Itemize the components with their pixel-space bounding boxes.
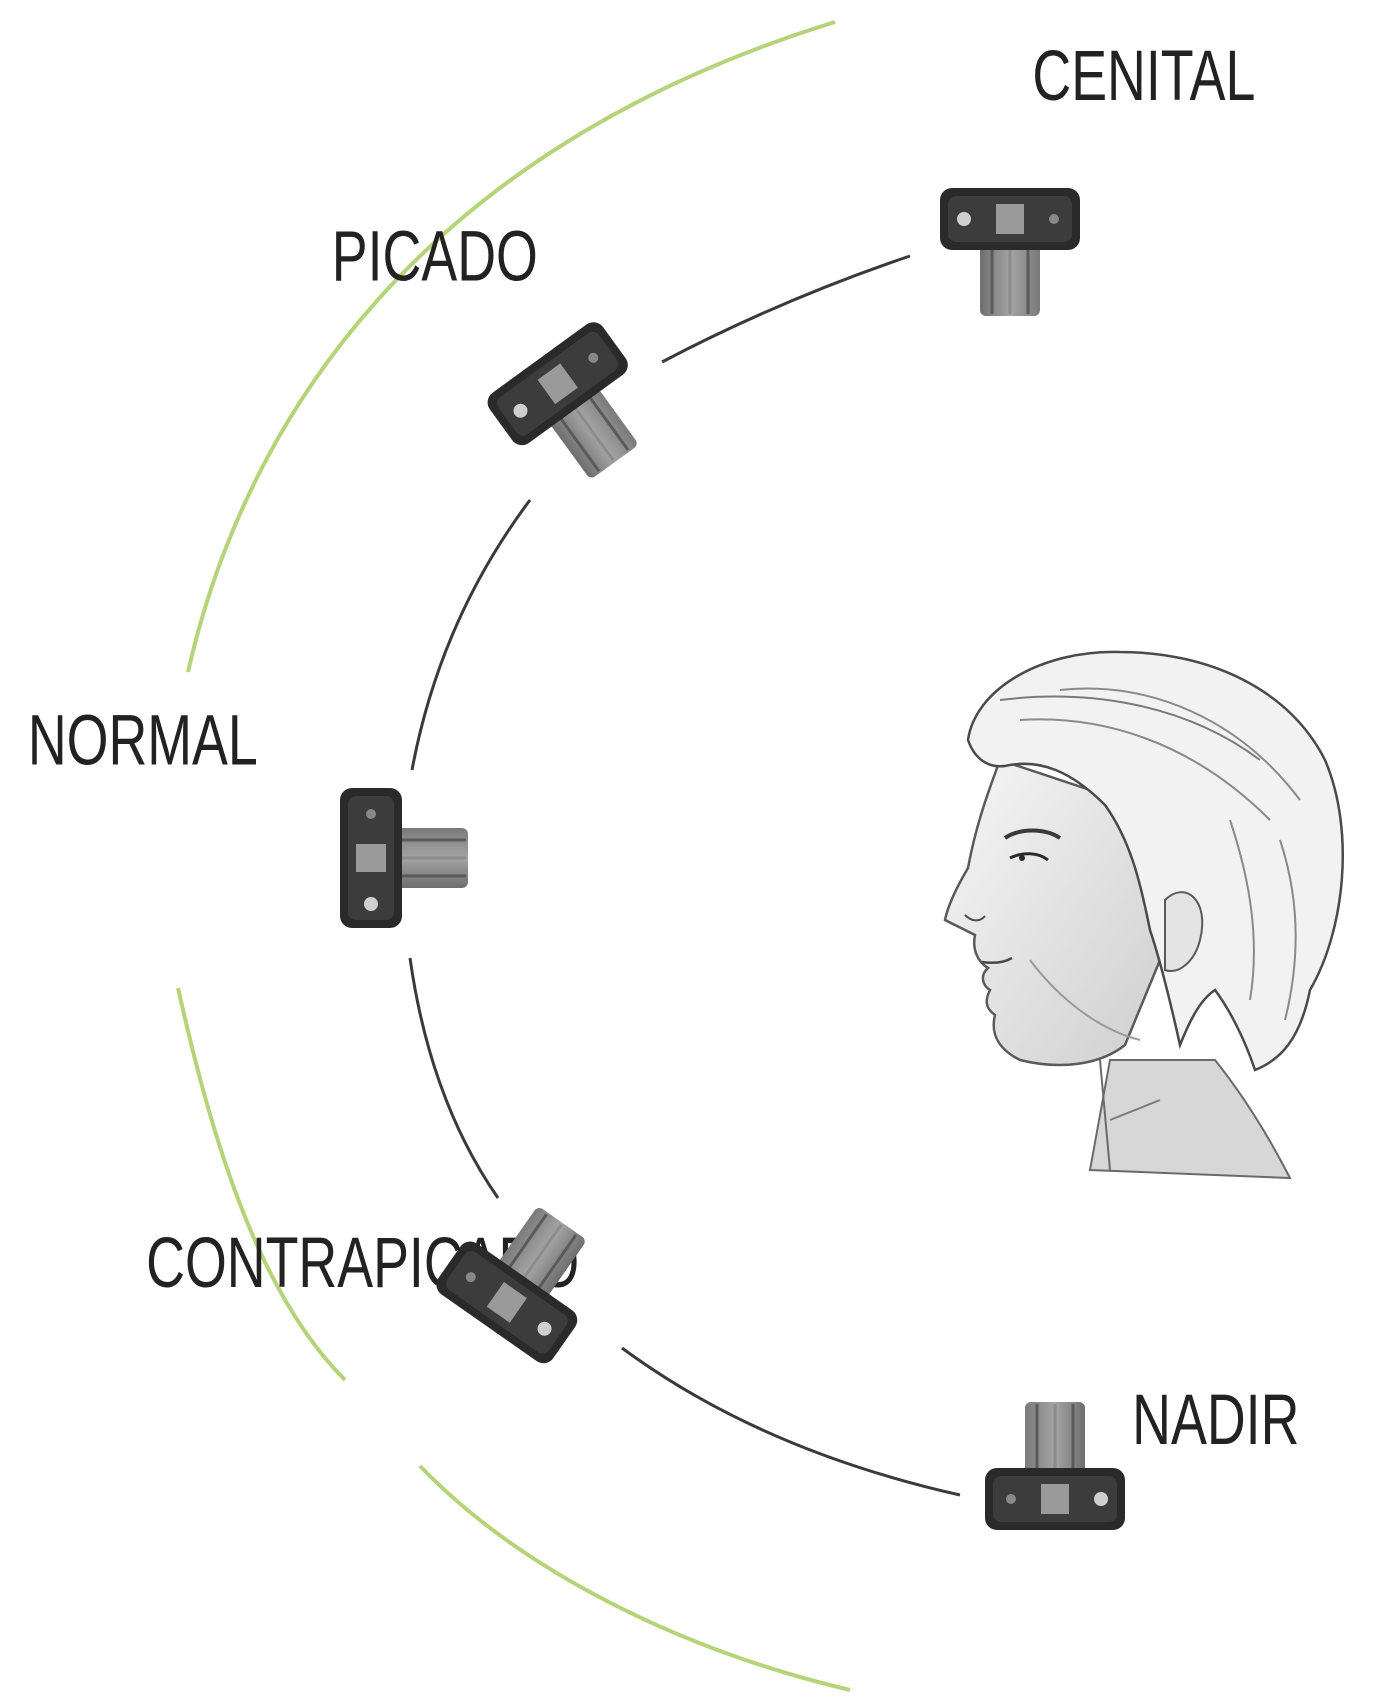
- camera-icon-picado: [481, 315, 673, 505]
- label-normal: NORMAL: [28, 701, 258, 780]
- outer-arc-upper: [186, 20, 836, 673]
- inner-arc-lower: [408, 957, 500, 1199]
- camera-icon-contrapicado: [430, 1181, 622, 1370]
- camera-icon-normal: [338, 786, 470, 930]
- label-cenital: CENITAL: [1032, 37, 1255, 116]
- inner-arc-bottom: [621, 1346, 961, 1497]
- label-nadir: NADIR: [1132, 1381, 1299, 1460]
- outer-arc-bottom: [418, 1464, 851, 1692]
- camera-icon-nadir: [983, 1400, 1127, 1532]
- label-picado: PICADO: [332, 217, 538, 296]
- face-profile-illustration: [943, 650, 1344, 1180]
- outer-arc-lower: [176, 987, 347, 1382]
- inner-arc-top: [661, 254, 911, 364]
- inner-arc-upper: [410, 499, 532, 771]
- camera-icon-cenital: [938, 186, 1082, 318]
